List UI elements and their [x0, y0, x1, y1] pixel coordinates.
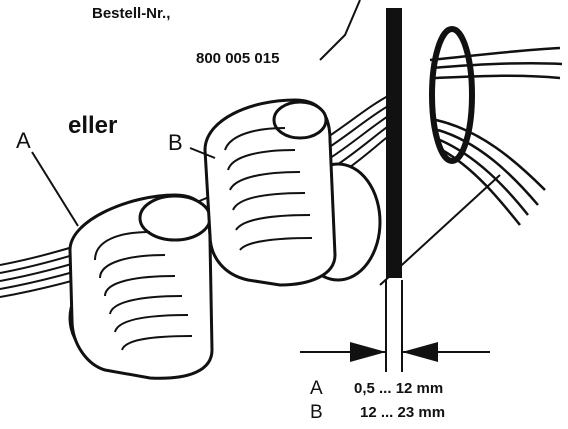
- order-number-label: Bestell-Nr.,: [92, 5, 171, 22]
- dimension-arrows: [300, 342, 490, 362]
- dim-key-b: B: [310, 402, 323, 423]
- exit-wires: [429, 46, 563, 226]
- or-text: eller: [68, 112, 118, 139]
- grommet-b: [203, 98, 382, 287]
- panel-wall: [385, 8, 403, 372]
- label-a: A: [16, 128, 31, 153]
- panel-opening-ring: [429, 26, 475, 164]
- dim-range-a: 0,5 ... 12 mm: [354, 380, 444, 397]
- leader-lines: [31, 0, 501, 286]
- grommet-a: [68, 193, 214, 380]
- dim-key-a: A: [310, 378, 323, 399]
- dim-range-b: 12 ... 23 mm: [360, 404, 446, 421]
- label-b: B: [168, 130, 183, 155]
- part-number: 800 005 015: [196, 50, 280, 67]
